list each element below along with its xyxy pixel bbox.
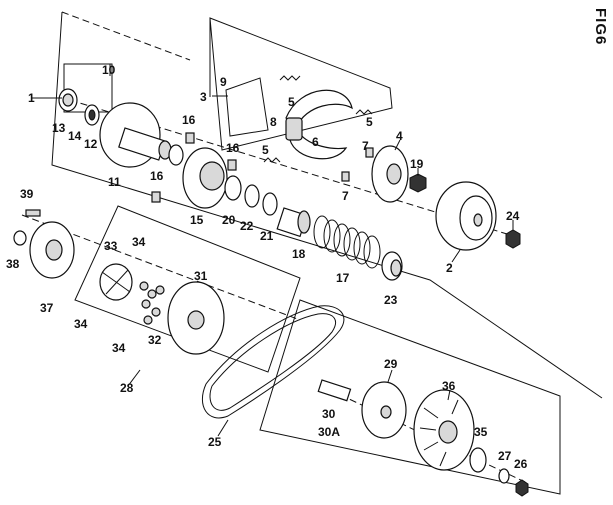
callout-29: 29 xyxy=(384,357,398,371)
belt-25-shape xyxy=(201,305,345,419)
callout-5a: 5 xyxy=(288,95,295,109)
shaft-30-shape xyxy=(317,379,352,402)
callout-19: 19 xyxy=(410,157,424,171)
torque-spring-17-shape xyxy=(313,215,381,269)
callout-12: 12 xyxy=(84,137,98,151)
slider-33-shape xyxy=(99,263,133,301)
belt-25-inner xyxy=(209,313,336,411)
frame-drive-28 xyxy=(74,205,301,373)
pin-7b-shape xyxy=(341,171,350,182)
spring-5c-shape xyxy=(263,157,281,163)
callout-14: 14 xyxy=(68,129,82,143)
drive-face-31-shape xyxy=(167,281,225,355)
leader-25 xyxy=(217,419,229,437)
callout-17: 17 xyxy=(336,271,350,285)
nut-19-shape xyxy=(409,173,427,193)
callout-21: 21 xyxy=(260,229,274,243)
callout-8: 8 xyxy=(270,115,277,129)
callout-22: 22 xyxy=(240,219,254,233)
callout-7a: 7 xyxy=(362,139,369,153)
callout-24: 24 xyxy=(506,209,520,223)
oring-21-shape xyxy=(262,192,278,216)
washer-38-shape xyxy=(13,230,27,246)
callout-10: 10 xyxy=(102,63,116,77)
callout-38: 38 xyxy=(6,257,20,271)
callout-18: 18 xyxy=(292,247,306,261)
ramp-plate-37-shape xyxy=(29,221,75,279)
callout-11: 11 xyxy=(108,175,121,189)
collar-18-shape xyxy=(276,207,311,238)
seal-20-shape xyxy=(224,175,242,201)
callout-15: 15 xyxy=(190,213,204,227)
callout-1: 1 xyxy=(28,91,35,105)
oring-22-shape xyxy=(244,184,260,208)
callout-33: 33 xyxy=(104,239,118,253)
collar-16c-shape xyxy=(151,191,161,203)
callout-39: 39 xyxy=(20,187,34,201)
washer-27-shape xyxy=(498,468,510,484)
frame-9-8-inner xyxy=(225,77,269,137)
leader-28 xyxy=(127,369,141,387)
clutch-plate-4-shape xyxy=(371,145,409,203)
callout-5c: 5 xyxy=(262,143,269,157)
callout-3: 3 xyxy=(200,90,207,104)
bearing-13-shape xyxy=(58,88,78,112)
callout-23: 23 xyxy=(384,293,398,307)
sprocket-29-shape xyxy=(361,381,407,439)
nut-24-shape xyxy=(505,229,521,249)
seal-12-hole xyxy=(88,109,96,121)
callout-34a: 34 xyxy=(132,235,146,249)
callout-36: 36 xyxy=(442,379,456,393)
callout-30: 30 xyxy=(322,407,336,421)
callout-26: 26 xyxy=(514,457,528,471)
callout-28: 28 xyxy=(120,381,134,395)
callout-13: 13 xyxy=(52,121,66,135)
collar-16b-shape xyxy=(227,159,237,171)
fan-36-shape xyxy=(413,389,475,471)
hub-35-shape xyxy=(469,447,487,473)
spring-5b-shape xyxy=(355,109,373,115)
ring-shape xyxy=(168,144,184,166)
callout-34b: 34 xyxy=(74,317,88,331)
callout-7b: 7 xyxy=(342,189,349,203)
movable-face-15-shape xyxy=(182,147,228,209)
callout-16b: 16 xyxy=(226,141,240,155)
callout-4: 4 xyxy=(396,129,403,143)
callout-31: 31 xyxy=(194,269,208,283)
callout-16a: 16 xyxy=(182,113,196,127)
collar-16a-shape xyxy=(185,132,195,144)
frame-clutch-3 xyxy=(209,17,393,151)
callout-6: 6 xyxy=(312,135,319,149)
callout-27: 27 xyxy=(498,449,512,463)
spring-5a-shape xyxy=(279,75,301,81)
callout-34c: 34 xyxy=(112,341,126,355)
frame-assembly-1 xyxy=(51,11,603,399)
bolt-39-shape xyxy=(25,209,41,217)
callout-16c: 16 xyxy=(150,169,164,183)
leader-29 xyxy=(387,369,393,383)
callout-5b: 5 xyxy=(366,115,373,129)
callout-32: 32 xyxy=(148,333,162,347)
leader-2 xyxy=(451,249,461,263)
callout-9: 9 xyxy=(220,75,227,89)
clutch-shoe-6-shape xyxy=(285,89,353,160)
spring-seat-23-shape xyxy=(381,251,403,281)
figure-title: FIG6 xyxy=(592,8,609,46)
callout-37: 37 xyxy=(40,301,54,315)
callout-30A: 30A xyxy=(318,425,340,439)
leader-36 xyxy=(447,389,451,401)
driven-pulley-11-shape xyxy=(99,102,172,168)
nut-26-shape xyxy=(515,479,529,497)
callout-20: 20 xyxy=(222,213,236,227)
leader-4 xyxy=(394,139,401,151)
callout-25: 25 xyxy=(208,435,222,449)
frame-top-edge xyxy=(61,11,191,61)
callout-2: 2 xyxy=(446,261,453,275)
pin-7a-shape xyxy=(365,147,374,158)
callout-35: 35 xyxy=(474,425,488,439)
rollers-32-shape xyxy=(139,281,165,325)
clutch-outer-2-shape xyxy=(435,181,497,251)
